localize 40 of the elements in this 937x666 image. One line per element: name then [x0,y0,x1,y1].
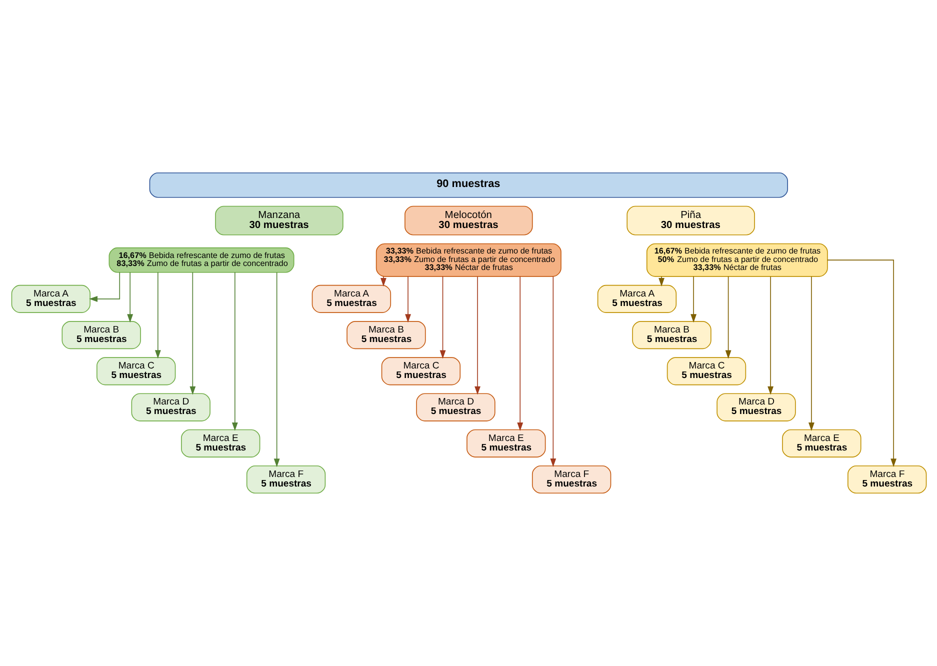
node-box: Manzana 30 muestras [214,206,343,236]
arrow [808,276,814,431]
node-box: Marca A 5 muestras [596,284,676,313]
node-box: Marca B 5 muestras [346,321,426,350]
arrow [439,276,446,359]
node-box: Marca D 5 muestras [130,393,210,422]
arrow [474,276,480,395]
arrow [189,272,196,395]
arrow [88,272,120,302]
node-box: Marca A 5 muestras [10,284,90,313]
node-box: Marca E 5 muestras [466,429,546,458]
arrow [767,276,774,395]
node-box: Marca D 5 muestras [416,393,495,422]
arrow [724,276,731,359]
node-box: Marca C 5 muestras [380,357,460,386]
node-box: Marca E 5 muestras [180,429,260,458]
arrow [404,276,410,323]
node-box: Melocotón 30 muestras [404,206,532,236]
arrow [826,260,896,468]
arrow [516,276,523,431]
node-box: Marca C 5 muestras [666,357,746,386]
arrow [154,272,160,359]
node-box: Marca F 5 muestras [531,465,611,494]
arrow [658,276,664,286]
node-box: Marca B 5 muestras [61,321,140,350]
arrow [690,276,696,323]
node-box: 90 muestras [148,172,788,198]
node-box: Marca D 5 muestras [716,393,796,422]
node-box: Marca E 5 muestras [782,429,861,458]
arrow [550,276,556,467]
node-box: Marca F 5 muestras [246,465,326,494]
node-box: Marca A 5 muestras [311,284,391,313]
node-box: Piña 30 muestras [626,206,754,236]
node-box: Marca C 5 muestras [96,357,176,386]
node-box: Marca B 5 muestras [632,321,711,350]
arrow [231,272,238,431]
arrow [380,276,386,286]
node-box: Marca F 5 muestras [847,465,926,494]
arrow [126,272,133,323]
arrow [273,272,280,468]
